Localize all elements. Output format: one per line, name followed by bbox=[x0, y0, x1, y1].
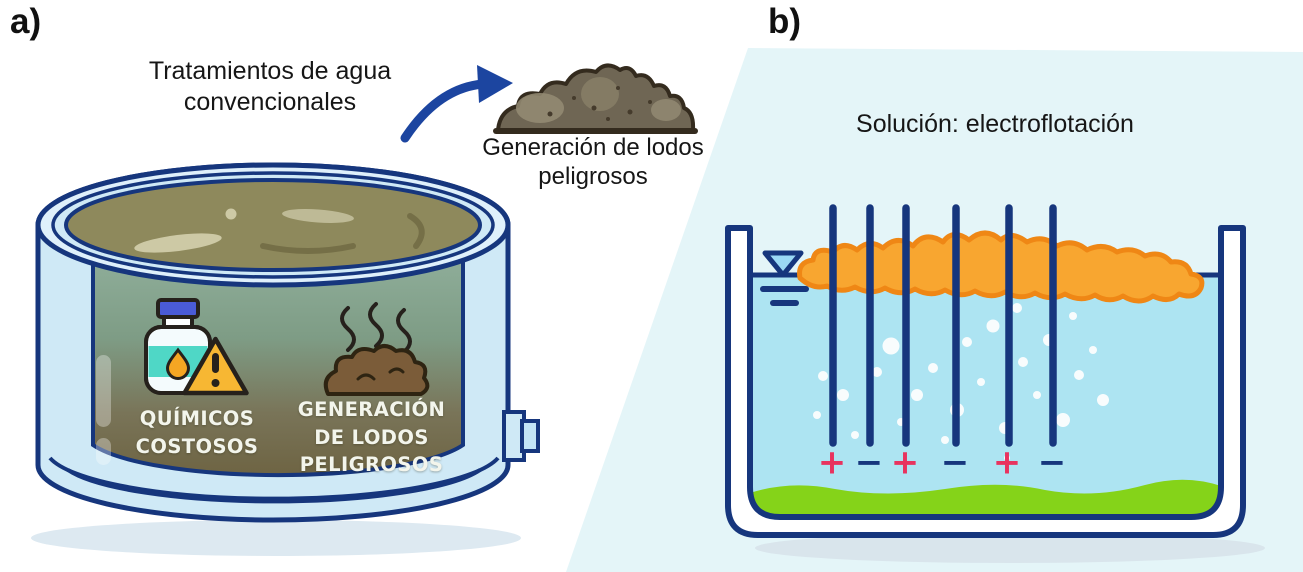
tank-a-shadow bbox=[31, 520, 521, 556]
curved-arrow-icon bbox=[400, 65, 513, 143]
tank-base-line bbox=[66, 468, 482, 504]
warning-triangle-icon bbox=[182, 336, 249, 396]
panel-b-label: b) bbox=[768, 2, 802, 41]
sludge-pile-icon bbox=[323, 302, 430, 396]
sludge-caption: Generación de lodos peligrosos bbox=[482, 134, 704, 190]
murky-water-surface bbox=[64, 178, 482, 272]
settled-sludge-layer bbox=[750, 479, 1221, 517]
tank-spigot bbox=[502, 410, 540, 462]
conventional-tank-illustration bbox=[31, 162, 540, 556]
flotation-foam-layer bbox=[797, 230, 1205, 304]
electrode-sign-negative: − bbox=[854, 442, 884, 483]
electroflotation-tank-illustration bbox=[725, 204, 1265, 563]
water-level-icon bbox=[760, 250, 809, 306]
tank-label-chemicals: QUÍMICOS COSTOSOS bbox=[135, 407, 259, 458]
electrode-sign-negative: − bbox=[1037, 442, 1067, 483]
panel-a-title: Tratamientos de agua convencionales bbox=[148, 57, 392, 116]
hazardous-sludge-mound-icon bbox=[493, 63, 698, 134]
tank-b-walls bbox=[725, 225, 1246, 538]
electrode-rods bbox=[829, 204, 1057, 447]
stink-lines-icon bbox=[340, 302, 412, 354]
electrode-sign-positive: + bbox=[817, 442, 847, 483]
electrode-sign-negative: − bbox=[940, 442, 970, 483]
panel-a-label: a) bbox=[10, 2, 42, 41]
tank-label-sludge: GENERACIÓN DE LODOS PELIGROSOS bbox=[297, 398, 446, 477]
glass-highlight bbox=[96, 355, 111, 465]
panel-b-title: Solución: electroflotación bbox=[856, 110, 1134, 138]
chemical-bottle-icon bbox=[144, 298, 212, 395]
electrode-sign-positive: + bbox=[890, 442, 920, 483]
tank-b-shadow bbox=[755, 533, 1265, 563]
electrode-sign-positive: + bbox=[992, 442, 1022, 483]
